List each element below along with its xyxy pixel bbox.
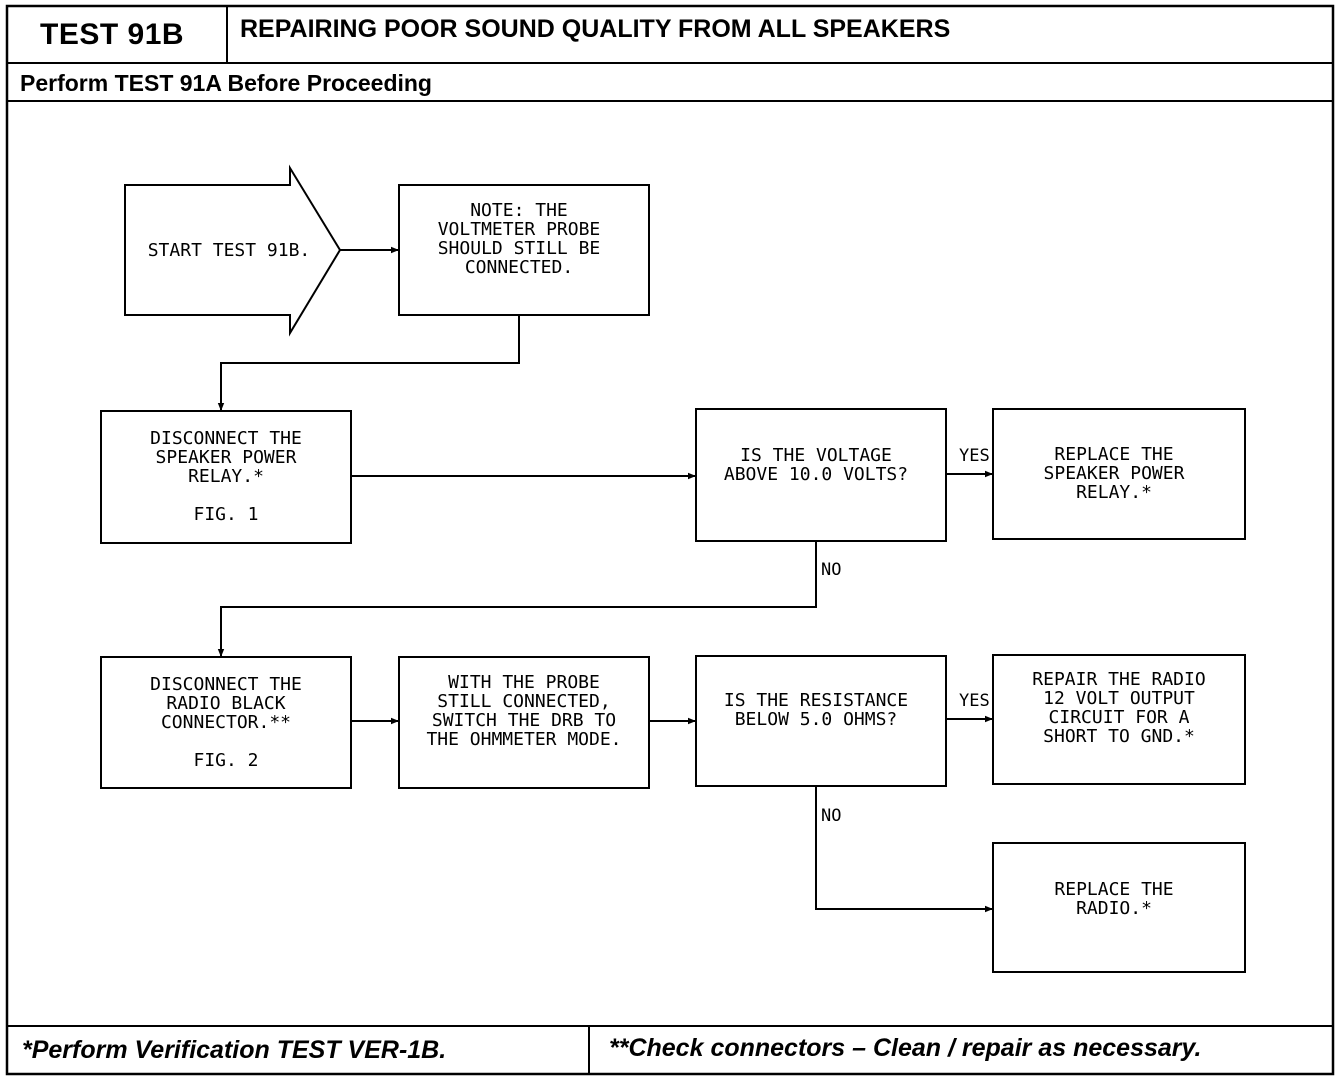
connector-voltage-no (217, 541, 817, 657)
yes-label-resistance: YES (959, 691, 990, 711)
note-line-3: SHOULD STILL BE (438, 238, 601, 259)
replace-radio-line-2: RADIO.* (1076, 898, 1152, 919)
start-line-1: START TEST 91B. (148, 240, 311, 261)
test-id: TEST 91B (40, 18, 185, 51)
disconnect-radio-line-5: FIG. 2 (193, 750, 258, 771)
disconnect-relay-box (100, 410, 352, 544)
note-line-4: CONNECTED. (465, 257, 573, 278)
disconnect-relay-line-5: FIG. 1 (193, 504, 258, 525)
repair-circuit-line-3: CIRCUIT FOR A (1049, 707, 1190, 728)
page-title: REPAIRING POOR SOUND QUALITY FROM ALL SP… (240, 15, 951, 43)
replace-relay-line-3: RELAY.* (1076, 482, 1152, 503)
page-border (5, 4, 1335, 1076)
footnote-verification: *Perform Verification TEST VER-1B. (22, 1036, 447, 1064)
note-box (398, 184, 650, 316)
connector-note-to-disconnect-relay (217, 315, 520, 411)
resistance-question-line-1: IS THE RESISTANCE (724, 690, 908, 711)
no-label-resistance: NO (821, 806, 841, 826)
start-arrow-shape (124, 164, 342, 337)
replace-relay-line-1: REPLACE THE (1054, 444, 1173, 465)
footnote-connectors: **Check connectors – Clean / repair as n… (609, 1034, 1202, 1062)
replace-relay-box (992, 408, 1246, 540)
note-line-2: VOLTMETER PROBE (438, 219, 601, 240)
replace-radio-line-1: REPLACE THE (1054, 879, 1173, 900)
note-line-1: NOTE: THE (470, 200, 568, 221)
no-label-voltage: NO (821, 560, 841, 580)
replace-relay-line-2: SPEAKER POWER (1044, 463, 1185, 484)
start-text: START TEST 91B. (148, 240, 311, 261)
repair-circuit-line-1: REPAIR THE RADIO (1032, 669, 1205, 690)
disconnect-relay-line-3: RELAY.* (188, 466, 264, 487)
repair-circuit-line-4: SHORT TO GND.* (1043, 726, 1195, 747)
disconnect-radio-box (100, 656, 352, 789)
yes-label-voltage: YES (959, 446, 990, 466)
voltage-question-line-2: ABOVE 10.0 VOLTS? (724, 464, 908, 485)
disconnect-radio-line-3: CONNECTOR.** (161, 712, 291, 733)
disconnect-radio-line-2: RADIO BLACK (166, 693, 285, 714)
resistance-question-box (695, 655, 947, 787)
disconnect-relay-line-1: DISCONNECT THE (150, 428, 302, 449)
resistance-question-line-2: BELOW 5.0 OHMS? (735, 709, 898, 730)
disconnect-radio-line-1: DISCONNECT THE (150, 674, 302, 695)
switch-drb-line-3: SWITCH THE DRB TO (432, 710, 616, 731)
voltage-question-line-1: IS THE VOLTAGE (740, 445, 892, 466)
switch-drb-box (398, 656, 650, 789)
repair-circuit-line-2: 12 VOLT OUTPUT (1043, 688, 1195, 709)
connector-resistance-no (815, 786, 993, 913)
switch-drb-line-4: THE OHMMETER MODE. (426, 729, 621, 750)
disconnect-relay-line-2: SPEAKER POWER (156, 447, 297, 468)
voltage-question-box (695, 408, 947, 542)
switch-drb-line-1: WITH THE PROBE (448, 672, 600, 693)
prerequisite-note: Perform TEST 91A Before Proceeding (20, 70, 432, 96)
replace-radio-box (992, 842, 1246, 973)
switch-drb-line-2: STILL CONNECTED, (437, 691, 610, 712)
repair-circuit-box (992, 654, 1246, 785)
